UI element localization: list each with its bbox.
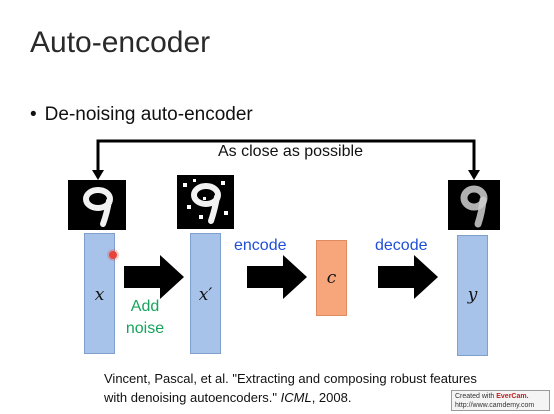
output-variable-label: y [467,285,478,305]
citation-line2: with denoising autoencoders." ICML, 2008… [104,388,477,407]
decode-label: decode [375,237,428,254]
code-variable-label: c [326,268,337,288]
code-vector-bar [316,240,347,316]
evercam-watermark: Created with EverCam. http://www.camdemy… [451,390,550,411]
add-noise-label-line2: noise [125,320,165,337]
feedback-label: As close as possible [218,143,363,160]
watermark-url: http://www.camdemy.com [455,402,535,409]
bullet-item: • De-noising auto-encoder [30,104,253,126]
input-digit-image [68,180,126,230]
input-variable-label: x [94,285,105,305]
noisy-digit-image [177,175,234,229]
encode-arrow-icon [247,255,307,299]
bullet-text: De-noising auto-encoder [44,104,253,125]
noisy-vector-bar [190,233,221,354]
watermark-line1: Created with EverCam. [455,392,546,401]
watermark-brand: EverCam. [496,393,529,400]
encode-label: encode [234,237,287,254]
citation: Vincent, Pascal, et al. "Extracting and … [104,369,477,407]
slide-title: Auto-encoder [30,26,211,59]
output-vector-bar [457,235,488,356]
citation-year: , 2008. [311,390,352,405]
citation-line1: Vincent, Pascal, et al. "Extracting and … [104,371,477,386]
citation-journal: ICML [280,390,312,405]
noisy-variable-label: x′ [198,285,213,305]
decode-arrow-icon [378,255,438,299]
watermark-prefix: Created with [455,393,497,400]
input-vector-bar [84,233,115,354]
add-noise-label-line1: Add [130,298,160,315]
add-noise-arrow-icon [124,255,184,299]
bullet-dot-icon: • [30,104,37,125]
output-digit-image [448,180,500,230]
laser-pointer-icon [109,251,117,259]
add-noise-label: Add noise [120,296,170,340]
citation-line2-prefix: with denoising autoencoders." [104,390,281,405]
